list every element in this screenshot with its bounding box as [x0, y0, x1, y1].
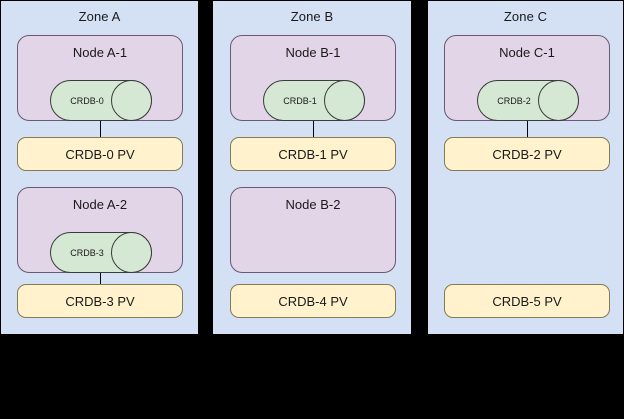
node-a-2-title: Node A-2 [72, 197, 128, 212]
pv-crdb-0-label: CRDB-0 PV [65, 146, 135, 162]
pv-crdb-2[interactable]: CRDB-2 PV [444, 137, 610, 171]
node-c-1[interactable]: Node C-1 CRDB-2 [444, 35, 610, 121]
cylinder-shape [263, 80, 365, 121]
pod-crdb-1[interactable]: CRDB-1 [263, 80, 365, 121]
pv-crdb-3-label: CRDB-3 PV [65, 293, 135, 309]
pv-crdb-4-label: CRDB-4 PV [278, 293, 348, 309]
node-b-2-title: Node B-2 [285, 197, 341, 212]
node-b-2[interactable]: Node B-2 [230, 187, 396, 273]
cylinder-shape [50, 80, 152, 121]
pv-crdb-0[interactable]: CRDB-0 PV [17, 137, 183, 171]
pv-crdb-5-label: CRDB-5 PV [492, 293, 562, 309]
pv-crdb-5[interactable]: CRDB-5 PV [444, 284, 610, 318]
connector-crdb-3-to-pv [100, 273, 101, 284]
pv-crdb-3[interactable]: CRDB-3 PV [17, 284, 183, 318]
zone-c-title: Zone C [503, 9, 548, 24]
pv-crdb-1-label: CRDB-1 PV [278, 146, 348, 162]
pv-crdb-2-label: CRDB-2 PV [492, 146, 562, 162]
pv-crdb-1[interactable]: CRDB-1 PV [230, 137, 396, 171]
pv-crdb-4[interactable]: CRDB-4 PV [230, 284, 396, 318]
connector-crdb-1-to-pv [313, 121, 314, 137]
zone-c: Zone C Node C-1 CRDB-2 CRDB-2 PV CRDB-5 … [427, 0, 624, 335]
connector-crdb-2-to-pv [527, 121, 528, 137]
node-a-1[interactable]: Node A-1 CRDB-0 [17, 35, 183, 121]
cylinder-shape [477, 80, 579, 121]
node-c-1-title: Node C-1 [499, 45, 555, 60]
node-b-1-title: Node B-1 [285, 45, 341, 60]
node-a-2[interactable]: Node A-2 CRDB-3 [17, 187, 183, 273]
pod-crdb-3[interactable]: CRDB-3 [50, 232, 152, 273]
zone-a: Zone A Node A-1 CRDB-0 CRDB-0 PV Node A-… [0, 0, 199, 335]
zone-a-title: Zone A [78, 9, 121, 24]
pod-crdb-0[interactable]: CRDB-0 [50, 80, 152, 121]
zone-b: Zone B Node B-1 CRDB-1 CRDB-1 PV Node B-… [212, 0, 412, 335]
connector-crdb-0-to-pv [100, 121, 101, 137]
node-a-1-title: Node A-1 [72, 45, 128, 60]
node-b-1[interactable]: Node B-1 CRDB-1 [230, 35, 396, 121]
pod-crdb-2[interactable]: CRDB-2 [477, 80, 579, 121]
cylinder-shape [50, 232, 152, 273]
zone-b-title: Zone B [290, 9, 334, 24]
